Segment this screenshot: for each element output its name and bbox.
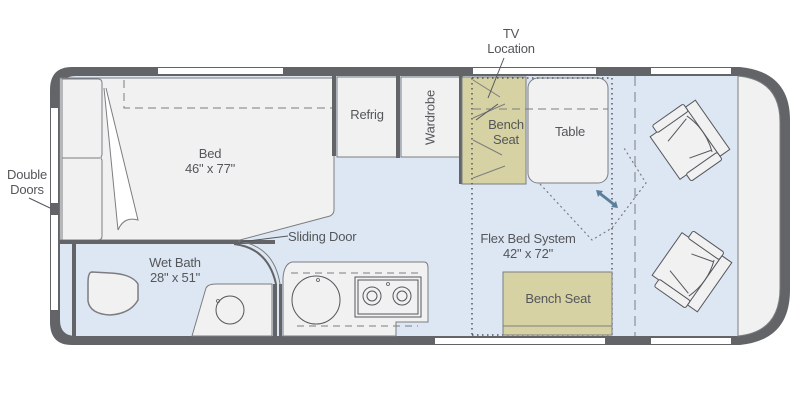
bench-seat-bottom-label: Bench Seat <box>525 291 591 306</box>
wardrobe-label: Wardrobe <box>422 90 438 145</box>
passenger-seat <box>651 230 733 313</box>
double-doors-divider <box>50 204 60 212</box>
driver-seat <box>649 99 731 182</box>
flex-bed-label: Flex Bed System 42" x 72" <box>480 231 576 261</box>
table-label: Table <box>554 124 586 139</box>
bench-seat-top <box>461 76 527 185</box>
bench-seat-bottom <box>502 271 613 336</box>
double-doors-label: Double Doors <box>7 167 47 197</box>
windows <box>51 68 731 344</box>
bed-label: Bed 46" x 77" <box>184 146 236 176</box>
refrigerator <box>336 76 398 158</box>
bench-seat-top-label: Bench Seat <box>488 117 524 147</box>
wardrobe <box>400 76 461 158</box>
wet-bath-label: Wet Bath 28" x 51" <box>149 255 201 285</box>
sliding-door-label: Sliding Door <box>288 229 357 244</box>
kitchen-counter <box>282 261 429 337</box>
refrig-label: Refrig <box>350 107 384 122</box>
double-arrow-icon <box>596 190 618 208</box>
leader-lines <box>28 57 505 243</box>
wet-bath <box>60 240 282 337</box>
table-swing-path <box>539 147 647 241</box>
tv-location-label: TV Location <box>487 26 535 56</box>
